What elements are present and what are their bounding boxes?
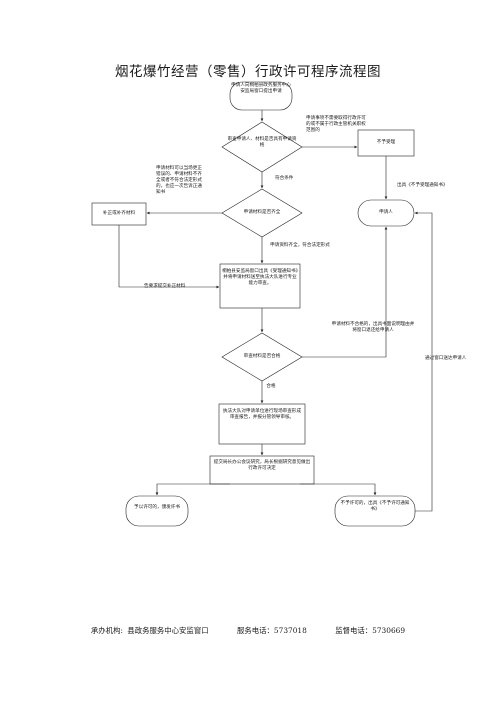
grant-node-shape (125, 495, 189, 527)
edge-label-notify-supplement: 告要求提交补正材料 (144, 284, 186, 289)
applicant-node-shape (357, 199, 415, 227)
accept-box-shape (219, 263, 301, 309)
accept-notice-box: 桐柏县安监局窗口出具《受理通知书》并将申请材料送至执法大队进行专业能力审查。 (222, 269, 298, 286)
edge-label-complete: 申请资料齐全，符合法定形式 (270, 243, 330, 248)
footer: 承办机构: 县政务服务中心安监窗口 服务电话：5737018 监督电话：5730… (0, 625, 496, 636)
grant-license-node: 予以许可的，颁发许书 (134, 505, 180, 510)
edge-label-notify-window: 通过窗口送达申请人 (425, 356, 467, 361)
director-meeting-box: 提交局长办公会议研究，局长根据研究意见做出行政许可决定 (213, 460, 311, 471)
start-node-shape (229, 81, 293, 111)
footer-organization: 承办机构: 县政务服务中心安监窗口 (90, 626, 209, 635)
edge-label-incomplete: 申请材料可以当场更正错误的、申请材料不齐全或者不符合法定形式的，也应一次告诉正通… (156, 166, 202, 195)
edge-label-qualified: 合格 (266, 384, 276, 389)
edge-label-meets-conditions: 符合条件 (275, 176, 294, 181)
edge-label-not-in-scope: 申请事项不需要取得行政许可的或不属于行政主管机关职权范围的 (306, 116, 366, 133)
edge-label-issue-refusal: 出具《不予受理通知书》 (397, 183, 448, 188)
applicant-node: 申请人 (379, 210, 393, 215)
deny-license-node: 不予许可的，出具《不予许可通知书》 (340, 501, 410, 512)
start-node: 申请人向桐柏县政务服务中心安监局窗口提出申请 (231, 83, 291, 94)
not-accepted-box: 不予受理 (376, 140, 396, 145)
page-title: 烟花爆竹经营（零售）行政许可程序流程图 (115, 64, 381, 80)
supplement-box: 补正或补齐材料 (102, 211, 136, 216)
materials-complete-decision: 申请材料是否齐全 (243, 210, 281, 215)
footer-service-phone: 服务电话：5737018 (236, 626, 307, 635)
material-qualified-decision: 审查材料是否合格 (243, 354, 281, 359)
director-box-shape (209, 455, 315, 485)
footer-supervision-phone: 监督电话：5730669 (335, 626, 406, 635)
review-materials-decision: 审查申请人、材料是否具有申请资格 (227, 137, 297, 148)
edge-label-unqualified: 申请材料不合格的，出具书面说明理由并将窗口退还给申请人 (331, 322, 415, 333)
inspection-box: 执法大队对申请单位进行现场审查形成审查报告，并报分管领导审核。 (222, 409, 302, 420)
